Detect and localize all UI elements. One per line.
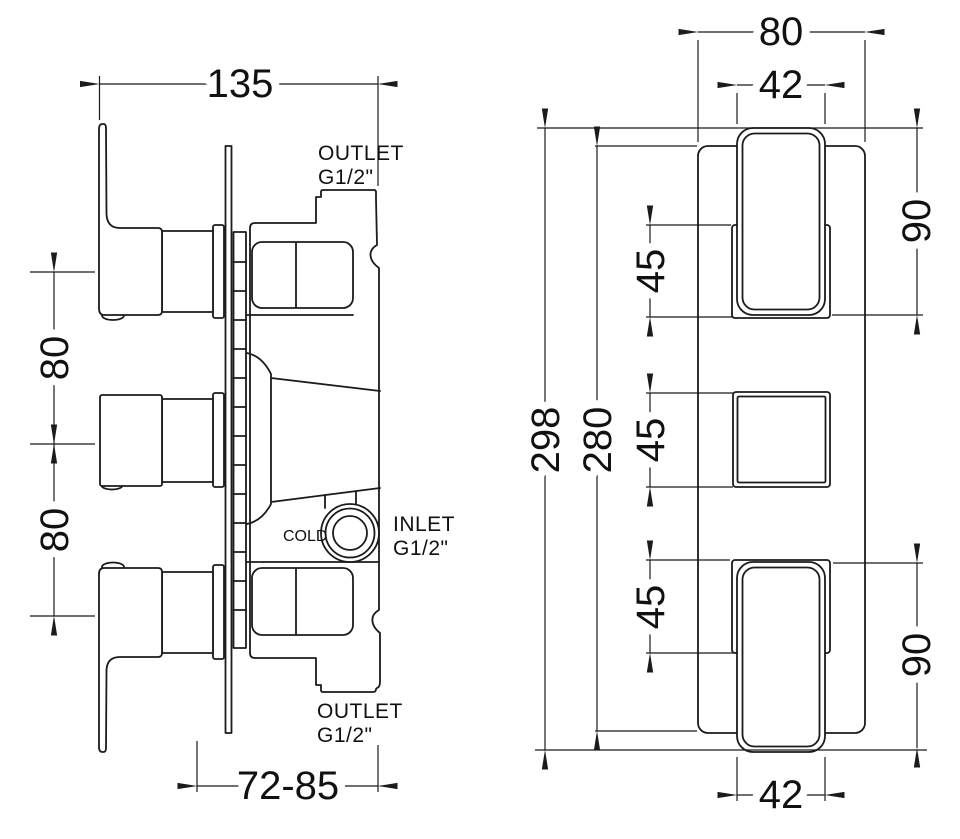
inlet-neck xyxy=(324,490,357,509)
front-view: 80 42 90 45 298 280 45 45 90 42 xyxy=(516,2,947,825)
dimensions-side: 135 80 80 72-85 xyxy=(25,54,398,816)
label-inlet-line2: G1/2" xyxy=(393,537,448,560)
dim-handle-height-top: 90 xyxy=(895,199,939,244)
handle-bottom-inner xyxy=(741,566,821,748)
handle-middle-front xyxy=(732,391,831,488)
dimensions-front: 80 42 90 45 298 280 45 45 90 42 xyxy=(516,2,947,825)
valve-body-side xyxy=(232,189,381,693)
label-outlet-bottom-line1: OUTLET xyxy=(317,700,403,723)
label-outlet-top-line2: G1/2" xyxy=(318,166,373,189)
handle-bottom-outer xyxy=(736,561,826,753)
handle-middle-outer xyxy=(732,391,831,488)
dim-depth-overall: 135 xyxy=(207,62,274,106)
extension-lines-front xyxy=(535,40,927,801)
dim-span-bottom: 45 xyxy=(629,585,673,630)
handle-middle-stem xyxy=(161,398,214,483)
handle-bottom-lever xyxy=(98,567,163,753)
dim-plate-width: 80 xyxy=(759,10,804,54)
handle-middle-body xyxy=(99,394,163,487)
handle-bottom-side xyxy=(98,561,225,753)
dim-span-top: 45 xyxy=(629,249,673,294)
handle-top-escutcheon xyxy=(212,224,225,319)
handle-bottom-escutcheon xyxy=(212,564,225,660)
inlet-port-outer xyxy=(320,503,380,563)
handle-top-side xyxy=(98,123,225,321)
wall-plate-edge xyxy=(224,145,233,734)
inlet-port-ring xyxy=(324,507,376,559)
dim-port-spacing-lower: 80 xyxy=(33,508,77,553)
inlet-port-inner xyxy=(332,515,368,551)
handle-top-inner xyxy=(741,132,821,311)
mounting-rail xyxy=(232,231,247,649)
handle-middle-inner xyxy=(736,395,827,484)
extension-lines-side xyxy=(30,76,379,792)
dim-plate-height: 280 xyxy=(576,407,620,474)
handle-middle-side xyxy=(99,392,225,491)
thermostat-funnel xyxy=(246,352,381,525)
cartridge-port-bottom xyxy=(251,567,354,636)
dim-handle-width-top: 42 xyxy=(759,63,804,107)
handle-top-lever xyxy=(98,123,163,316)
label-outlet-bottom-line2: G1/2" xyxy=(317,724,372,747)
handle-middle-escutcheon xyxy=(212,392,225,488)
label-outlet-top-line1: OUTLET xyxy=(318,142,404,165)
handle-top-stem xyxy=(161,230,214,313)
handle-top-front xyxy=(731,127,831,319)
dim-installation-depth: 72-85 xyxy=(237,764,339,808)
handle-top-outer xyxy=(736,127,826,316)
port-labels-side: OUTLET G1/2" COLD INLET G1/2" OUTLET G1/… xyxy=(283,142,455,747)
side-view: 135 80 80 72-85 OUTLET G1/2" COLD INLET … xyxy=(25,54,455,816)
handle-bottom-front xyxy=(731,559,831,753)
dim-port-spacing-upper: 80 xyxy=(33,336,77,381)
dim-handle-height-bottom: 90 xyxy=(895,633,939,678)
cartridge-port-top xyxy=(251,241,354,309)
dim-handle-width-bottom: 42 xyxy=(759,773,804,817)
mounting-rail-segments xyxy=(232,261,247,611)
dim-overall-height: 298 xyxy=(524,407,568,474)
handle-bottom-stem xyxy=(161,571,214,654)
dim-span-middle: 45 xyxy=(629,418,673,463)
label-inlet-line1: INLET xyxy=(393,513,455,536)
label-cold: COLD xyxy=(283,528,327,545)
